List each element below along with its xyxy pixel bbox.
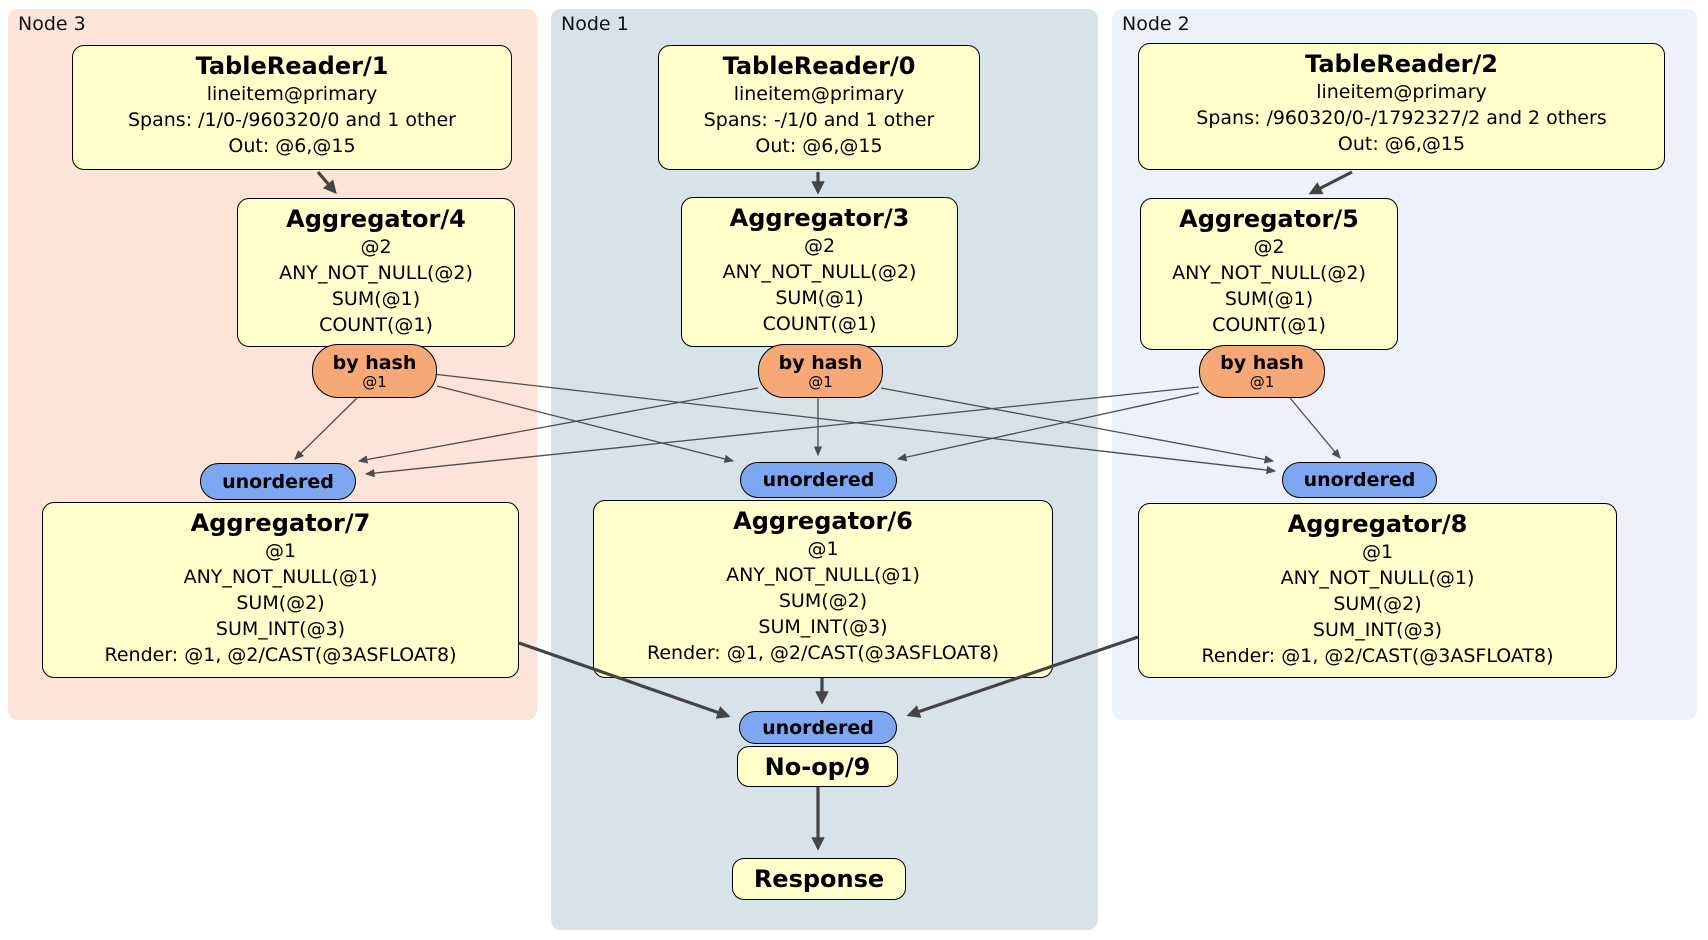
processor-line: ANY_NOT_NULL(@2): [722, 261, 917, 283]
router-detail: @1: [808, 372, 833, 391]
router-label: by hash: [332, 351, 417, 374]
sync-unordered-final: unordered: [739, 711, 897, 744]
box-tablereader-2: TableReader/2 lineitem@primary Spans: /9…: [1138, 43, 1665, 170]
processor-line: @1: [807, 538, 839, 560]
sync-unordered-left: unordered: [200, 463, 356, 500]
router-by-hash-right: by hash @1: [1199, 345, 1325, 398]
processor-title: Aggregator/8: [1287, 510, 1468, 538]
router-by-hash-left: by hash @1: [312, 344, 437, 398]
box-tablereader-1: TableReader/1 lineitem@primary Spans: /1…: [72, 45, 512, 170]
processor-line: SUM_INT(@3): [215, 618, 346, 640]
processor-line: Out: @6,@15: [1337, 133, 1466, 155]
processor-line: ANY_NOT_NULL(@1): [726, 564, 920, 586]
processor-line: COUNT(@1): [1212, 314, 1326, 336]
processor-line: COUNT(@1): [319, 314, 433, 336]
processor-line: Out: @6,@15: [228, 135, 356, 157]
processor-line: ANY_NOT_NULL(@1): [183, 566, 378, 588]
box-aggregator-8: Aggregator/8 @1 ANY_NOT_NULL(@1) SUM(@2)…: [1138, 503, 1617, 678]
region-label-node2: Node 2: [1122, 13, 1190, 35]
processor-line: SUM(@2): [778, 590, 868, 612]
processor-line: @1: [1361, 541, 1394, 563]
processor-line: SUM_INT(@3): [1312, 619, 1443, 641]
processor-title: Aggregator/6: [733, 507, 913, 535]
processor-line: SUM(@1): [331, 288, 421, 310]
box-response: Response: [732, 858, 906, 900]
processor-line: Spans: /960320/0-/1792327/2 and 2 others: [1196, 107, 1607, 129]
processor-title: Response: [753, 865, 885, 893]
processor-line: lineitem@primary: [733, 83, 905, 105]
processor-title: No-op/9: [764, 752, 871, 781]
processor-line: lineitem@primary: [1316, 81, 1487, 103]
processor-line: ANY_NOT_NULL(@2): [279, 262, 473, 284]
processor-title: Aggregator/7: [190, 509, 371, 537]
processor-line: COUNT(@1): [762, 313, 877, 335]
processor-title: TableReader/1: [195, 52, 389, 80]
processor-line: @2: [803, 235, 836, 257]
processor-line: Render: @1, @2/CAST(@3ASFLOAT8): [104, 644, 457, 666]
processor-line: ANY_NOT_NULL(@1): [1280, 567, 1475, 589]
processor-line: Render: @1, @2/CAST(@3ASFLOAT8): [1201, 645, 1554, 667]
processor-title: Aggregator/3: [729, 204, 910, 232]
processor-line: @2: [1253, 236, 1285, 258]
box-noop-9: No-op/9: [737, 746, 898, 787]
processor-line: SUM(@2): [236, 592, 325, 614]
processor-line: @1: [264, 540, 297, 562]
processor-line: lineitem@primary: [206, 83, 378, 105]
processor-line: Spans: -/1/0 and 1 other: [703, 109, 935, 131]
router-detail: @1: [362, 372, 387, 391]
box-tablereader-0: TableReader/0 lineitem@primary Spans: -/…: [658, 45, 980, 170]
processor-title: TableReader/0: [722, 52, 916, 80]
processor-line: Spans: /1/0-/960320/0 and 1 other: [128, 109, 456, 131]
processor-line: SUM(@1): [775, 287, 864, 309]
region-label-node3: Node 3: [18, 13, 86, 35]
sync-unordered-right: unordered: [1282, 462, 1437, 498]
processor-line: Out: @6,@15: [755, 135, 883, 157]
processor-line: @2: [360, 236, 392, 258]
processor-line: Render: @1, @2/CAST(@3ASFLOAT8): [647, 642, 999, 664]
box-aggregator-3: Aggregator/3 @2 ANY_NOT_NULL(@2) SUM(@1)…: [681, 197, 958, 347]
router-label: by hash: [778, 351, 863, 374]
region-label-node1: Node 1: [561, 13, 629, 35]
processor-line: ANY_NOT_NULL(@2): [1172, 262, 1366, 284]
processor-title: TableReader/2: [1305, 50, 1498, 78]
processor-line: SUM(@2): [1333, 593, 1422, 615]
sync-unordered-center: unordered: [740, 462, 897, 498]
box-aggregator-5: Aggregator/5 @2 ANY_NOT_NULL(@2) SUM(@1)…: [1140, 198, 1398, 350]
router-label: by hash: [1220, 352, 1304, 374]
processor-title: Aggregator/5: [1179, 205, 1359, 233]
router-detail: @1: [1249, 373, 1275, 391]
processor-line: SUM(@1): [1224, 288, 1314, 310]
processor-title: Aggregator/4: [286, 205, 466, 233]
processor-line: SUM_INT(@3): [758, 616, 888, 638]
router-by-hash-center: by hash @1: [758, 344, 883, 398]
box-aggregator-4: Aggregator/4 @2 ANY_NOT_NULL(@2) SUM(@1)…: [237, 198, 515, 347]
box-aggregator-6: Aggregator/6 @1 ANY_NOT_NULL(@1) SUM(@2)…: [593, 500, 1053, 678]
box-aggregator-7: Aggregator/7 @1 ANY_NOT_NULL(@1) SUM(@2)…: [42, 502, 519, 678]
